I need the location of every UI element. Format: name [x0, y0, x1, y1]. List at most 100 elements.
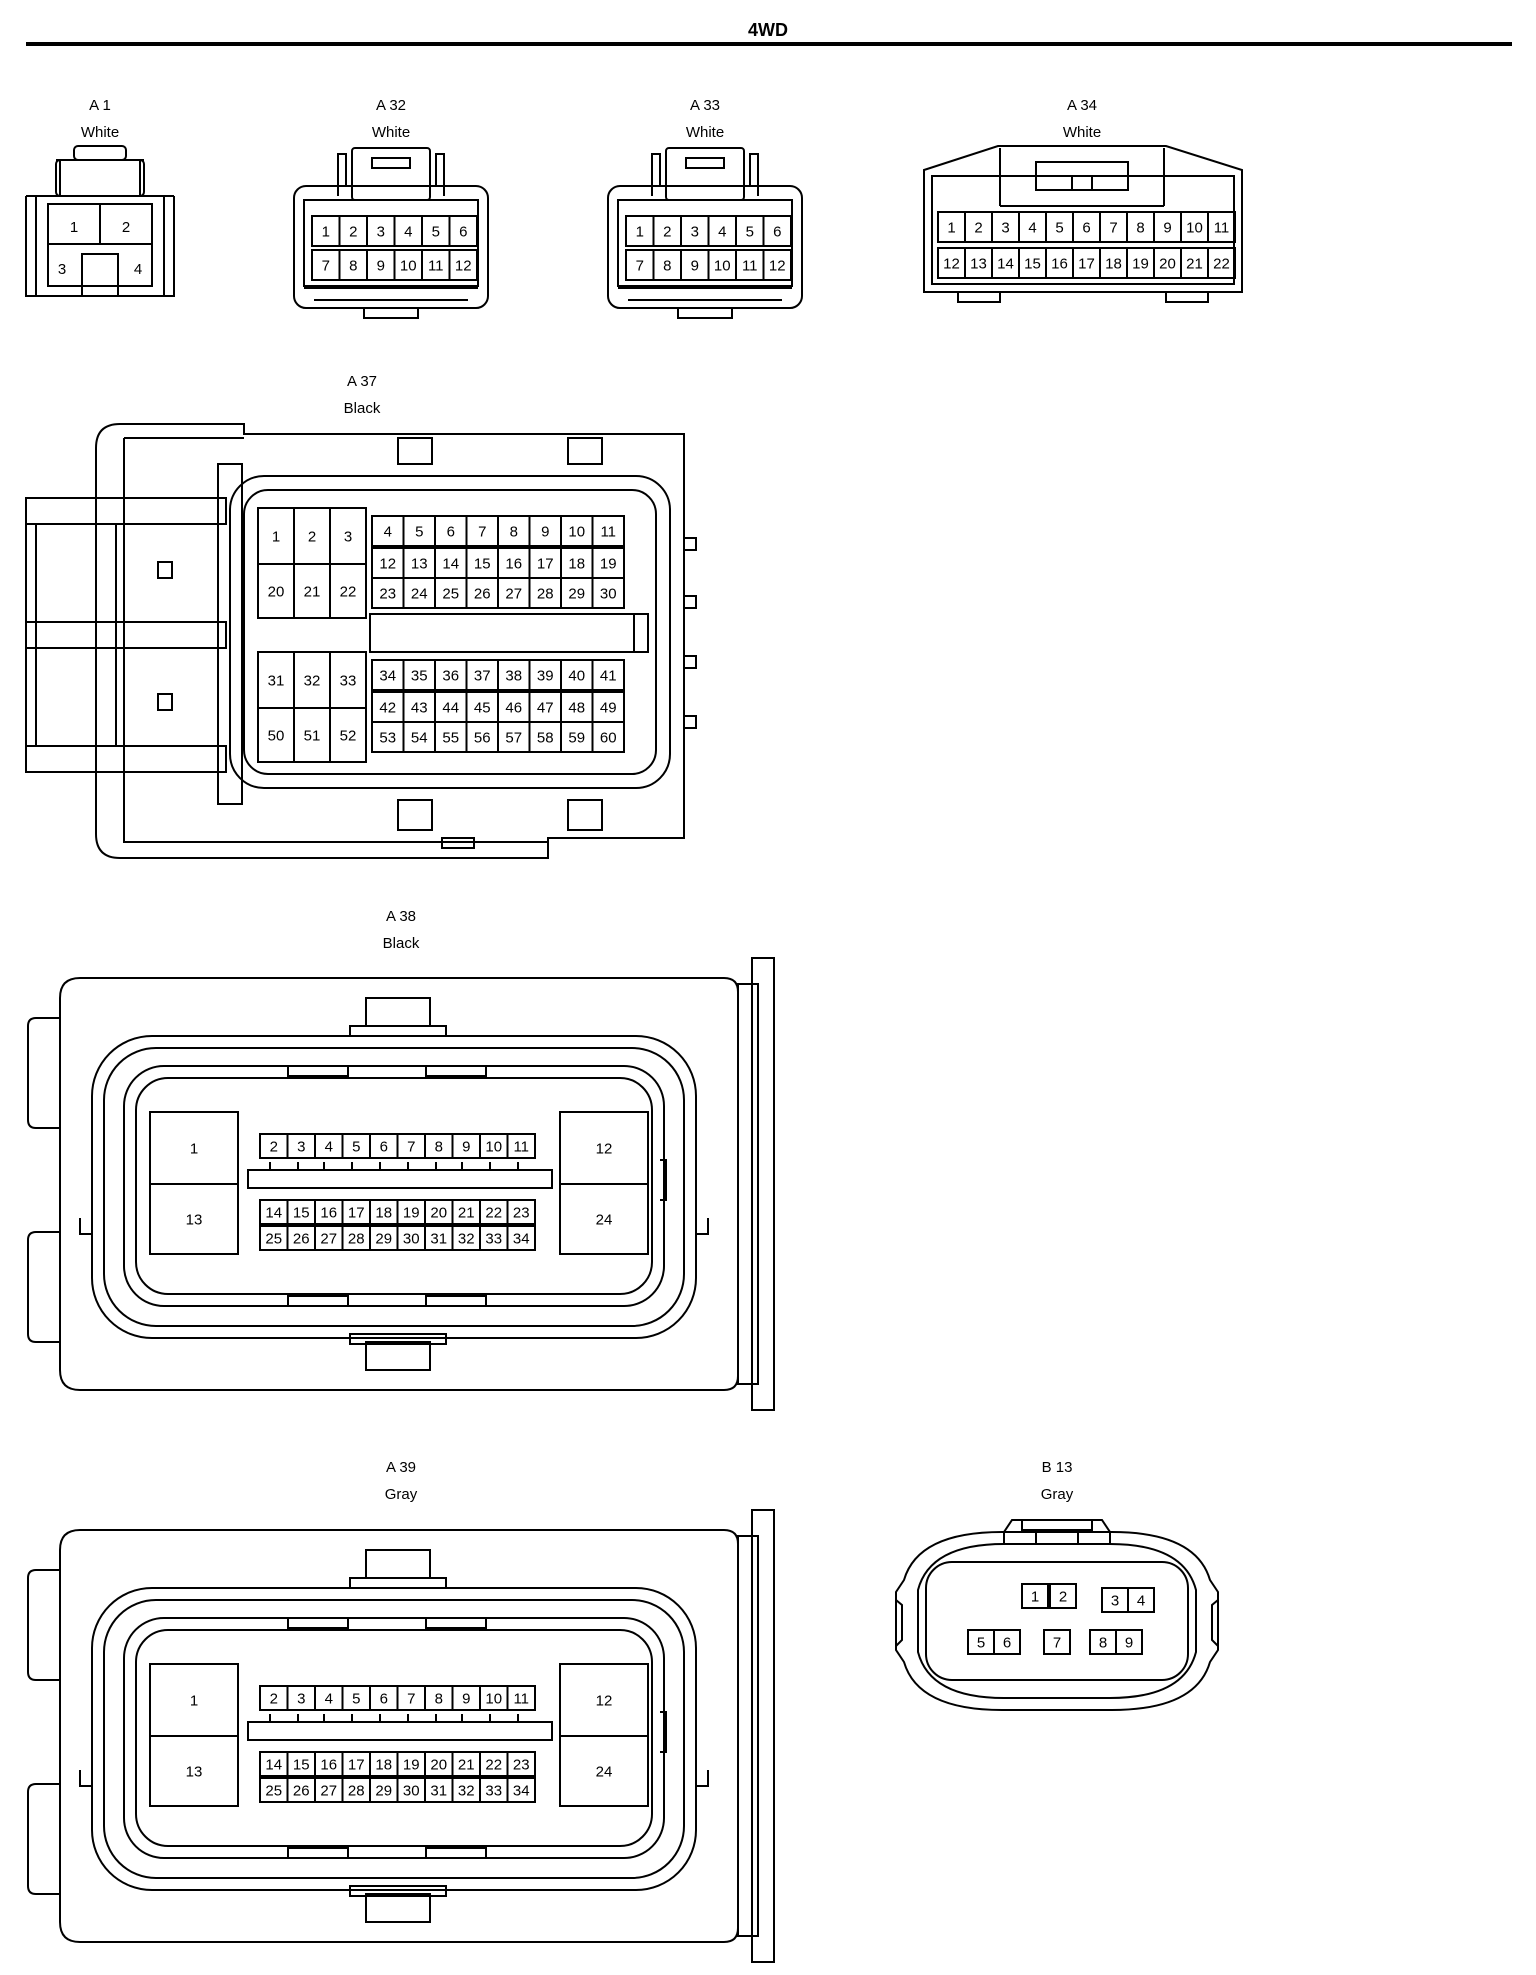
pin-number: 12 [596, 1140, 613, 1157]
pin-number: 29 [375, 1782, 392, 1799]
pin-number: 13 [186, 1211, 203, 1228]
pin-number: 49 [600, 699, 617, 716]
pin-number: 7 [407, 1690, 415, 1707]
pin-number: 17 [348, 1756, 365, 1773]
pin-number: 19 [403, 1756, 420, 1773]
pin-number: 42 [379, 699, 396, 716]
pin-number: 10 [400, 257, 417, 274]
pin-number: 25 [265, 1782, 282, 1799]
pin-number: 41 [600, 667, 617, 684]
pin-number: 30 [600, 585, 617, 602]
pin-number: 18 [1105, 255, 1122, 272]
pin-cell [993, 1629, 1021, 1655]
pin-number: 11 [1214, 219, 1230, 236]
pin-number: 32 [304, 672, 321, 689]
connector-a38-color: Black [383, 935, 420, 952]
pin-number: 57 [505, 729, 522, 746]
pin-number: 5 [432, 223, 440, 240]
pin-number: 4 [325, 1690, 333, 1707]
pin-number: 4 [384, 523, 392, 540]
pin-number: 50 [268, 727, 285, 744]
pin-number: 1 [190, 1140, 198, 1157]
pin-number: 16 [320, 1204, 337, 1221]
pin-number: 26 [474, 585, 491, 602]
pin-number: 22 [340, 583, 357, 600]
connector-a39-color: Gray [385, 1486, 418, 1503]
pin-number: 11 [513, 1690, 529, 1707]
pin-number: 2 [270, 1690, 278, 1707]
pin-cell [1115, 1629, 1143, 1655]
pin-number: 8 [435, 1690, 443, 1707]
pin-number: 7 [1053, 1634, 1061, 1651]
pin-cell [559, 1735, 649, 1807]
pin-number: 51 [304, 727, 321, 744]
pin-cell [1207, 247, 1236, 279]
pin-number: 28 [348, 1230, 365, 1247]
pin-number: 12 [379, 555, 396, 572]
pin-number: 33 [485, 1230, 502, 1247]
pin-cell [1207, 211, 1236, 243]
pin-number: 3 [1001, 219, 1009, 236]
pin-cell [1043, 1629, 1071, 1655]
pin-number: 12 [943, 255, 960, 272]
pin-number: 21 [1186, 255, 1203, 272]
pin-number: 13 [186, 1763, 203, 1780]
connector-a1-code: A 1 [89, 97, 111, 114]
pin-number: 31 [430, 1230, 447, 1247]
pin-cell [591, 659, 625, 691]
pin-number: 36 [442, 667, 459, 684]
pin-number: 2 [1059, 1588, 1067, 1605]
pin-number: 48 [568, 699, 585, 716]
pin-number: 44 [442, 699, 459, 716]
connector-a33-color: White [686, 124, 724, 141]
pin-number: 6 [1082, 219, 1090, 236]
pin-number: 6 [380, 1690, 388, 1707]
pin-number: 5 [352, 1690, 360, 1707]
pin-cell [591, 515, 625, 547]
pin-number: 3 [344, 528, 352, 545]
pin-number: 23 [513, 1756, 530, 1773]
pin-number: 39 [537, 667, 554, 684]
pin-cell [506, 1685, 536, 1711]
pin-number: 27 [320, 1230, 337, 1247]
pin-cell [506, 1199, 536, 1225]
pin-cell [762, 249, 792, 281]
pin-number: 28 [348, 1782, 365, 1799]
pin-number: 14 [442, 555, 459, 572]
pin-number: 21 [304, 583, 321, 600]
pin-number: 5 [352, 1138, 360, 1155]
pin-number: 6 [380, 1138, 388, 1155]
pin-number: 14 [997, 255, 1014, 272]
pin-number: 58 [537, 729, 554, 746]
connector-a37-code: A 37 [347, 373, 377, 390]
pin-number: 27 [320, 1782, 337, 1799]
pin-cell [149, 1735, 239, 1807]
pin-number: 1 [190, 1692, 198, 1709]
pin-number: 9 [1163, 219, 1171, 236]
pin-number: 54 [411, 729, 428, 746]
pin-number: 20 [430, 1756, 447, 1773]
connector-a38-code: A 38 [386, 908, 416, 925]
pin-number: 29 [375, 1230, 392, 1247]
pin-number: 11 [742, 257, 758, 274]
pin-cell [559, 1183, 649, 1255]
pin-number: 2 [974, 219, 982, 236]
pin-cell [448, 215, 478, 247]
